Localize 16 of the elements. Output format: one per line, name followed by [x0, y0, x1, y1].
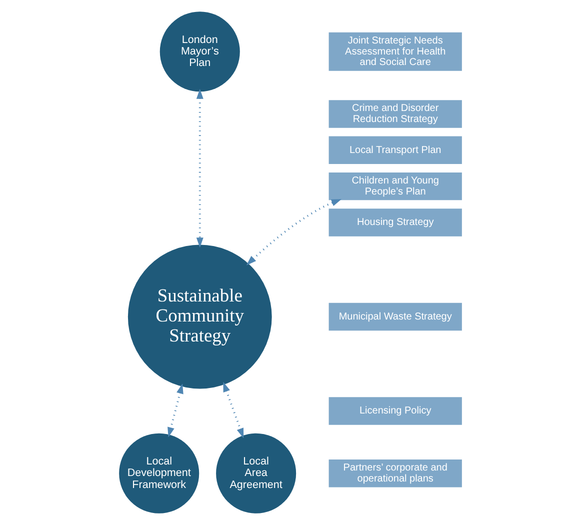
node-circle: Sustainable Community Strategy [128, 244, 272, 389]
node-box: Crime and Disorder Reduction Strategy [328, 100, 462, 128]
node-circle: Local Area Agreement [216, 433, 296, 514]
node-box: Licensing Policy [328, 397, 462, 425]
node-box: Municipal Waste Strategy [328, 302, 462, 331]
arrow [246, 199, 342, 266]
node-box: Partners’ corporate and operational plans [328, 460, 462, 488]
arrow [168, 384, 184, 438]
node-circle: London Mayor’s Plan [160, 12, 240, 92]
arrow [223, 382, 244, 438]
node-box: Joint Strategic Needs Assessment for Health and Social Care [328, 32, 462, 71]
node-box: Local Transport Plan [328, 136, 462, 164]
node-circle: Local Development Framework [119, 433, 200, 514]
node-box: Housing Strategy [328, 208, 462, 236]
arrow [196, 88, 204, 248]
node-box: Children and Young People’s Plan [328, 172, 462, 200]
